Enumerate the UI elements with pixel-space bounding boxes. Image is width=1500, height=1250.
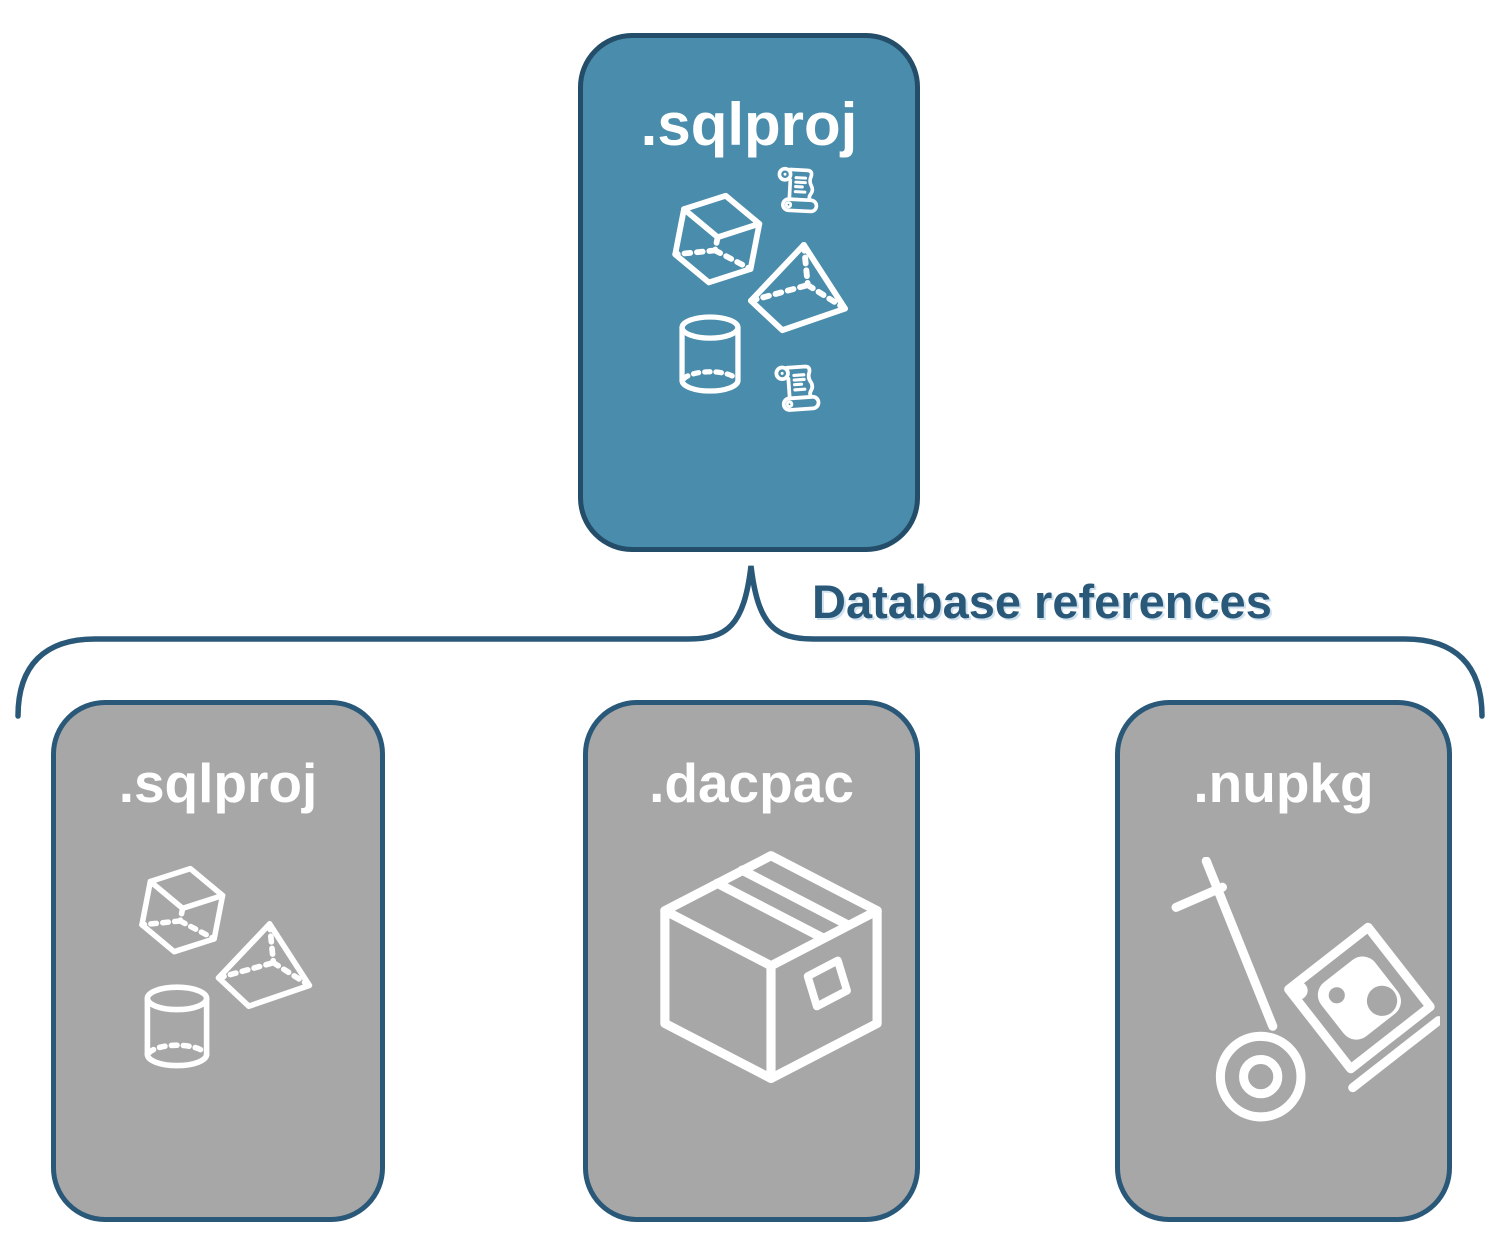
cylinder-icon bbox=[141, 983, 213, 1073]
nuget-hand-truck-icon bbox=[1168, 857, 1440, 1129]
scroll-icon bbox=[767, 361, 829, 423]
node-main-title: .sqlproj bbox=[640, 91, 858, 158]
scroll-icon bbox=[769, 165, 828, 224]
node-main-sqlproj: .sqlproj bbox=[578, 33, 920, 552]
package-box-icon bbox=[640, 840, 902, 1102]
node-ref-dacpac-title: .dacpac bbox=[649, 752, 854, 814]
node-ref-dacpac: .dacpac bbox=[583, 700, 920, 1222]
node-ref-sqlproj: .sqlproj bbox=[51, 700, 385, 1222]
pyramid-icon bbox=[211, 919, 315, 1014]
pyramid-icon bbox=[743, 240, 851, 338]
cylinder-icon bbox=[676, 313, 744, 398]
database-references-label: Database references bbox=[812, 575, 1272, 628]
node-ref-nupkg: .nupkg bbox=[1115, 700, 1452, 1222]
node-ref-nupkg-title: .nupkg bbox=[1193, 752, 1374, 814]
node-ref-sqlproj-title: .sqlproj bbox=[118, 752, 318, 814]
